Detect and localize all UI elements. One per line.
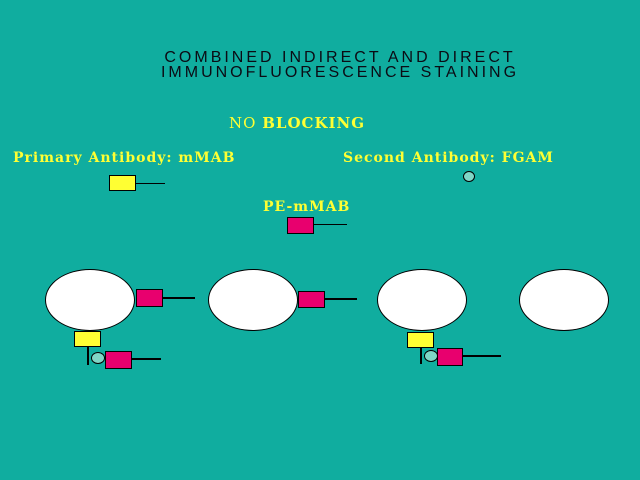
title-line-1: COMBINED INDIRECT AND DIRECT [164,49,516,66]
legend-primary-stem [135,183,165,184]
legend-second-label: Second Antibody: FGAM [343,150,554,166]
subtitle: NO BLOCKING [229,114,365,132]
legend-primary-label: Primary Antibody: mMAB [13,150,236,166]
cell-3-primary-antibody [407,332,434,348]
cell-2 [208,269,298,331]
legend-pe-symbol [287,217,314,234]
cell-1-pe-stem [163,297,195,299]
legend-second-symbol [463,171,475,182]
title-line-2: IMMUNOFLUORESCENCE STAINING [160,64,520,81]
cell-3-pe-secondary-stem [463,355,501,357]
cell-1-primary-antibody [74,331,101,347]
cell-2-pe-stem [325,298,357,300]
cell-1-second-antibody [91,352,105,364]
subtitle-prefix: NO [229,114,257,132]
cell-1-pe-secondary [105,351,132,369]
subtitle-bold: BLOCKING [262,114,366,132]
legend-pe-stem [313,224,347,225]
cell-4 [519,269,609,331]
cell-1-pe-antibody [136,289,163,307]
cell-1-primary-stem [87,347,89,365]
legend-pe-label: PE-mMAB [263,199,351,215]
cell-3-second-antibody [424,350,438,362]
cell-2-pe-antibody [298,291,325,308]
cell-3 [377,269,467,331]
cell-3-pe-secondary [437,348,463,366]
cell-1 [45,269,135,331]
cell-3-primary-stem [420,348,422,364]
legend-primary-symbol [109,175,136,191]
cell-1-pe-secondary-stem [132,358,161,360]
